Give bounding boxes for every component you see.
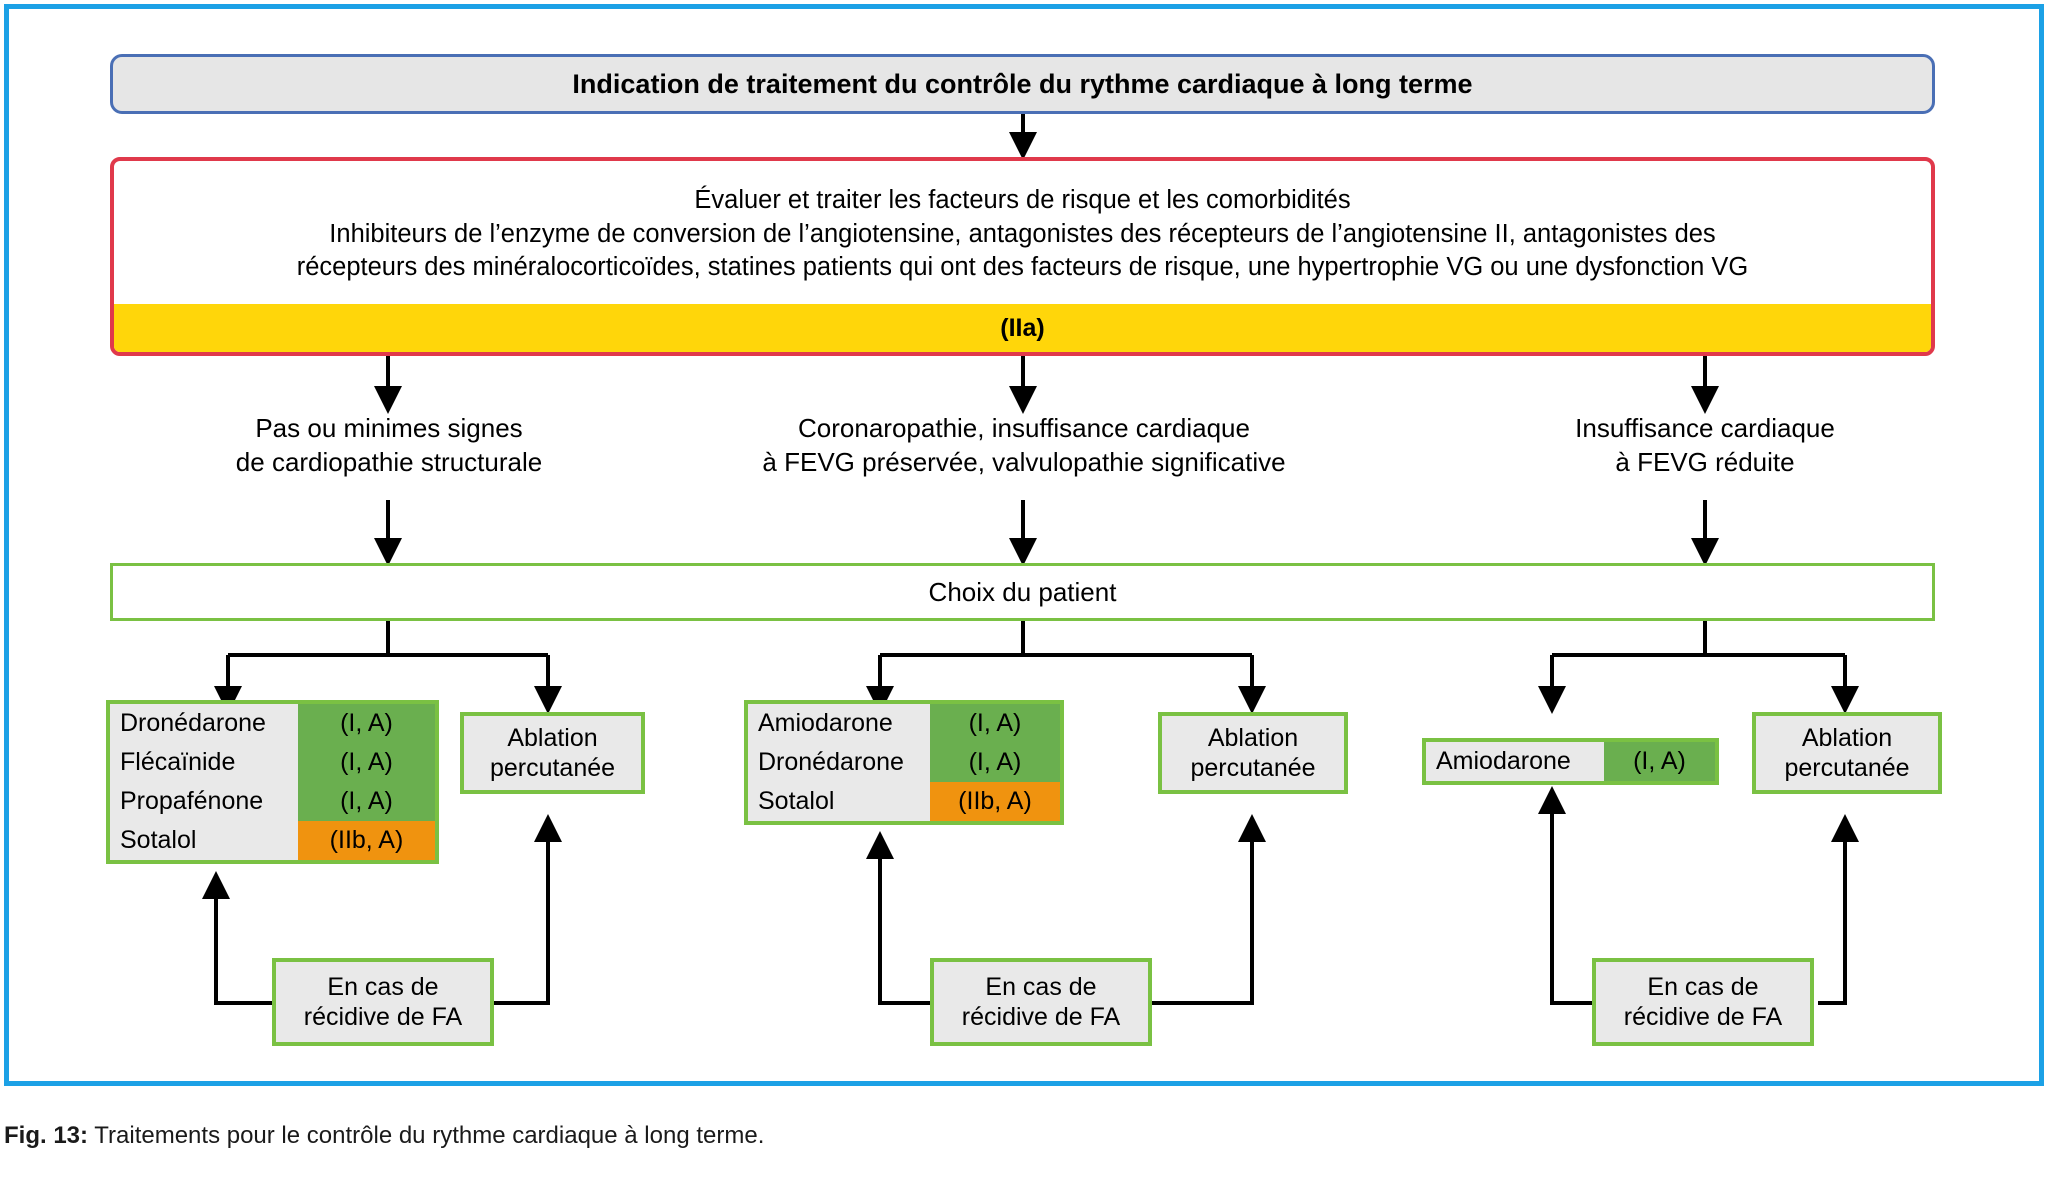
recurrence-box-left: En cas de récidive de FA xyxy=(272,958,494,1046)
recommendation-class-badge: (IIa) xyxy=(114,304,1931,352)
table-row: Propafénone (I, A) xyxy=(110,782,435,821)
drug-name: Sotalol xyxy=(110,821,298,860)
ablation-box-left: Ablation percutanée xyxy=(460,712,645,794)
drug-name: Dronédarone xyxy=(110,704,298,743)
drug-name: Dronédarone xyxy=(748,743,930,782)
drug-class: (I, A) xyxy=(298,782,435,821)
patient-choice-box: Choix du patient xyxy=(110,563,1935,621)
drug-class: (I, A) xyxy=(930,704,1060,743)
table-row: Amiodarone (I, A) xyxy=(748,704,1060,743)
drug-class: (I, A) xyxy=(930,743,1060,782)
risk-line-3: récepteurs des minéralocorticoïdes, stat… xyxy=(296,253,1749,282)
drug-class: (IIb, A) xyxy=(930,782,1060,821)
drug-table-right: Amiodarone (I, A) xyxy=(1422,738,1719,785)
table-row: Sotalol (IIb, A) xyxy=(110,821,435,860)
drug-name: Propafénone xyxy=(110,782,298,821)
drug-table-left: Dronédarone (I, A) Flécaïnide (I, A) Pro… xyxy=(106,700,439,864)
table-row: Amiodarone (I, A) xyxy=(1426,742,1715,781)
risk-factor-box: Évaluer et traiter les facteurs de risqu… xyxy=(110,157,1935,356)
table-row: Sotalol (IIb, A) xyxy=(748,782,1060,821)
figure-caption-label: Fig. 13: xyxy=(4,1122,89,1149)
branch-label-cad-hfpef: Coronaropathie, insuffisance cardiaque à… xyxy=(762,413,1286,477)
drug-name: Amiodarone xyxy=(748,704,930,743)
figure-caption-text: Traitements pour le contrôle du rythme c… xyxy=(94,1122,765,1149)
drug-name: Flécaïnide xyxy=(110,743,298,782)
table-row: Flécaïnide (I, A) xyxy=(110,743,435,782)
recurrence-box-right: En cas de récidive de FA xyxy=(1592,958,1814,1046)
recurrence-box-middle: En cas de récidive de FA xyxy=(930,958,1152,1046)
drug-name: Amiodarone xyxy=(1426,742,1604,781)
branch-label-structural: Pas ou minimes signes de cardiopathie st… xyxy=(235,413,543,477)
drug-class: (IIb, A) xyxy=(298,821,435,860)
drug-class: (I, A) xyxy=(298,704,435,743)
drug-class: (I, A) xyxy=(298,743,435,782)
risk-factor-text: Évaluer et traiter les facteurs de risqu… xyxy=(114,161,1931,304)
table-row: Dronédarone (I, A) xyxy=(110,704,435,743)
drug-table-middle: Amiodarone (I, A) Dronédarone (I, A) Sot… xyxy=(744,700,1064,825)
ablation-box-right: Ablation percutanée xyxy=(1752,712,1942,794)
branch-label-hfref: Insuffisance cardiaque à FEVG réduite xyxy=(1575,413,1835,477)
ablation-box-middle: Ablation percutanée xyxy=(1158,712,1348,794)
page-title: Indication de traitement du contrôle du … xyxy=(110,54,1935,114)
figure-caption: Fig. 13: Traitements pour le contrôle du… xyxy=(4,1122,764,1150)
risk-line-2: Inhibiteurs de l’enzyme de conversion de… xyxy=(329,219,1716,248)
drug-class: (I, A) xyxy=(1604,742,1715,781)
table-row: Dronédarone (I, A) xyxy=(748,743,1060,782)
drug-name: Sotalol xyxy=(748,782,930,821)
risk-line-1: Évaluer et traiter les facteurs de risqu… xyxy=(694,186,1351,215)
